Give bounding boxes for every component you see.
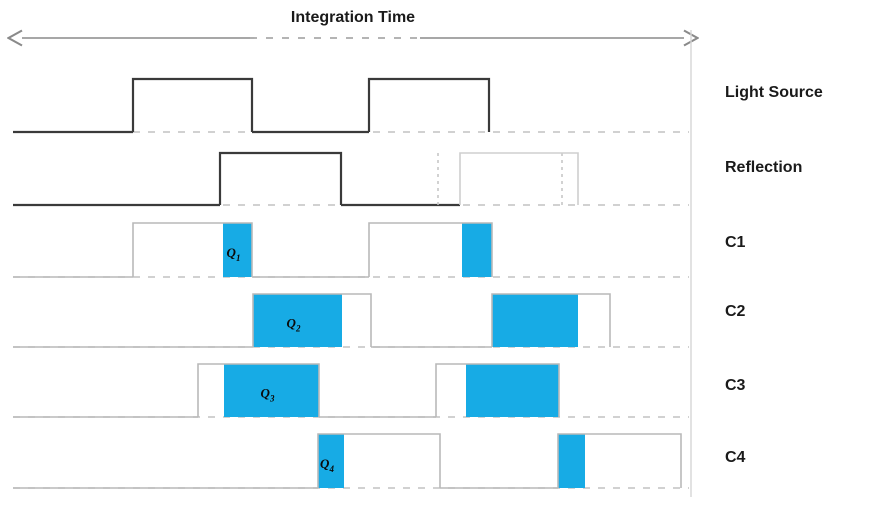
charge-fill-c1-0 <box>223 223 252 277</box>
pulse-c4-1 <box>557 433 682 488</box>
charge-label-subscript: 1 <box>236 253 241 263</box>
pulse-reflection-0 <box>218 151 343 205</box>
charge-fill-c3-0 <box>224 364 319 417</box>
charge-label-subscript: 4 <box>328 464 334 474</box>
row-label-c2: C2 <box>725 303 746 320</box>
charge-fill-c2-0 <box>253 294 342 347</box>
pulse-c4-0 <box>317 433 441 488</box>
charge-label-subscript: 2 <box>295 324 301 334</box>
pulse-reflection-1 <box>459 152 579 205</box>
charge-fill-c2-1 <box>492 294 578 347</box>
charge-label-subscript: 3 <box>269 394 275 404</box>
row-label-c1: C1 <box>725 234 746 251</box>
waveform-row-light_source <box>13 77 689 134</box>
waveform-row-c1: Q1 <box>13 222 689 278</box>
charge-fill-c1-1 <box>462 223 492 277</box>
pulse-c2-1 <box>491 293 611 347</box>
pulse-c3-1 <box>435 363 560 417</box>
pulse-c2-0 <box>252 293 372 347</box>
charge-fill-c4-0 <box>318 434 344 488</box>
page-title: Integration Time <box>291 9 415 26</box>
row-label-light_source: Light Source <box>725 84 823 101</box>
waveform-row-reflection <box>13 151 689 207</box>
waveform-row-c4: Q4 <box>13 433 689 489</box>
pulse-c3-0 <box>197 363 320 417</box>
pulse-light_source-0 <box>131 77 254 132</box>
charge-fill-c3-1 <box>466 364 559 417</box>
waveform-row-c2: Q2 <box>13 293 689 348</box>
row-label-reflection: Reflection <box>725 159 802 176</box>
pulse-light_source-1 <box>367 77 491 132</box>
pulse-c1-0 <box>132 222 253 277</box>
row-label-c3: C3 <box>725 377 746 394</box>
charge-fill-c4-1 <box>558 434 585 488</box>
waveform-row-c3: Q3 <box>13 363 689 418</box>
pulse-c1-1 <box>368 222 493 277</box>
row-label-c4: C4 <box>725 449 746 466</box>
